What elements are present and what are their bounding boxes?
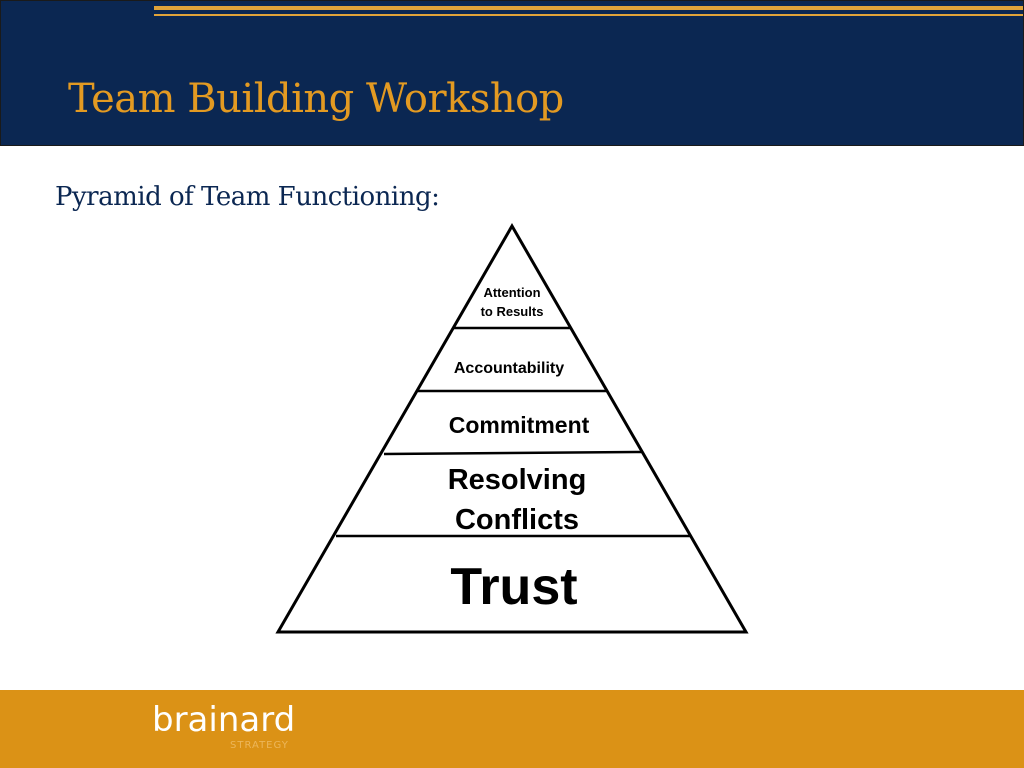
slide-subtitle: Pyramid of Team Functioning: xyxy=(55,182,440,212)
pyramid-level-resolving: Resolving xyxy=(448,464,587,496)
header-band xyxy=(0,0,1024,146)
pyramid-level-conflicts: Conflicts xyxy=(455,504,579,536)
header-rule-top xyxy=(154,6,1024,10)
pyramid-level-accountability: Accountability xyxy=(454,360,564,377)
pyramid-level-trust: Trust xyxy=(450,558,577,616)
logo-wordmark: brainard xyxy=(152,700,296,740)
pyramid-divider-3 xyxy=(383,450,643,456)
logo-tagline: STRATEGY xyxy=(230,740,289,751)
pyramid-outline xyxy=(275,222,749,634)
pyramid-level-attention-line2: to Results xyxy=(481,304,544,319)
pyramid-level-commitment: Commitment xyxy=(449,412,590,438)
header-rule-bottom xyxy=(154,14,1024,16)
footer-band xyxy=(0,690,1024,768)
slide-title: Team Building Workshop xyxy=(68,76,564,122)
brainard-logo: brainard STRATEGY xyxy=(152,700,312,756)
pyramid-level-attention-line1: Attention xyxy=(483,285,540,300)
